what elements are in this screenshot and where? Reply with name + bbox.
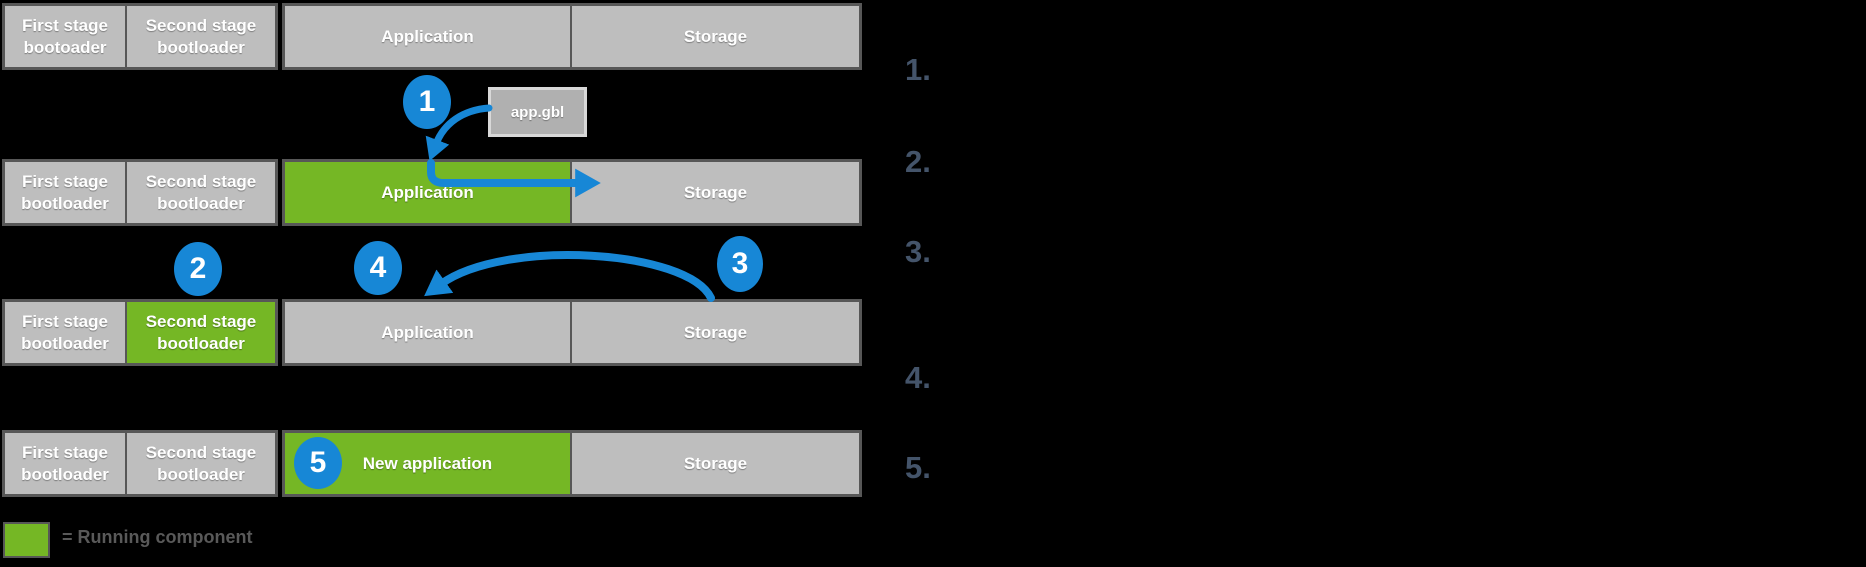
block-row1-application: Application bbox=[285, 6, 572, 67]
block-row4-storage: Storage bbox=[572, 433, 859, 494]
block-row3-first-stage-bootloader: First stage bootloader bbox=[5, 302, 127, 363]
memory-map-row3-app-storage: Application Storage bbox=[282, 299, 862, 366]
step-marker-5: 5 bbox=[294, 437, 342, 489]
block-row1-second-stage-bootloader: Second stage bootloader bbox=[127, 6, 275, 67]
step-list-number-5: 5. bbox=[905, 450, 931, 485]
memory-map-row2-bootloaders: First stage bootloader Second stage boot… bbox=[2, 159, 278, 226]
step-list-number-1: 1. bbox=[905, 52, 931, 87]
legend-label: = Running component bbox=[62, 527, 253, 547]
block-row4-first-stage-bootloader: First stage bootloader bbox=[5, 433, 127, 494]
memory-map-row1-app-storage: Application Storage bbox=[282, 3, 862, 70]
step-list-number-3: 3. bbox=[905, 234, 931, 269]
block-row2-second-stage-bootloader: Second stage bootloader bbox=[127, 162, 275, 223]
block-row1-first-stage-bootloader: First stage bootoader bbox=[5, 6, 127, 67]
step-marker-3: 3 bbox=[717, 236, 763, 292]
block-row3-storage: Storage bbox=[572, 302, 859, 363]
block-row2-storage: Storage bbox=[572, 162, 859, 223]
block-row3-second-stage-bootloader-running: Second stage bootloader bbox=[127, 302, 275, 363]
block-row4-second-stage-bootloader: Second stage bootloader bbox=[127, 433, 275, 494]
arrow-copy-to-application-icon bbox=[424, 251, 715, 302]
arrow-write-to-storage-icon bbox=[427, 159, 601, 198]
step-list-number-4: 4. bbox=[905, 360, 931, 395]
memory-map-row4-bootloaders: First stage bootloader Second stage boot… bbox=[2, 430, 278, 497]
arrow-download-image-icon bbox=[425, 104, 493, 162]
block-row1-storage: Storage bbox=[572, 6, 859, 67]
app-gbl-file-box: app.gbl bbox=[488, 87, 587, 137]
memory-map-row1-bootloaders: First stage bootoader Second stage bootl… bbox=[2, 3, 278, 70]
step-marker-4: 4 bbox=[354, 241, 402, 295]
memory-map-row3-bootloaders: First stage bootloader Second stage boot… bbox=[2, 299, 278, 366]
legend-running-swatch bbox=[3, 522, 50, 558]
block-row2-first-stage-bootloader: First stage bootloader bbox=[5, 162, 127, 223]
step-marker-2: 2 bbox=[174, 242, 222, 296]
step-list-number-2: 2. bbox=[905, 144, 931, 179]
step-marker-1: 1 bbox=[403, 75, 451, 129]
block-row3-application: Application bbox=[285, 302, 572, 363]
